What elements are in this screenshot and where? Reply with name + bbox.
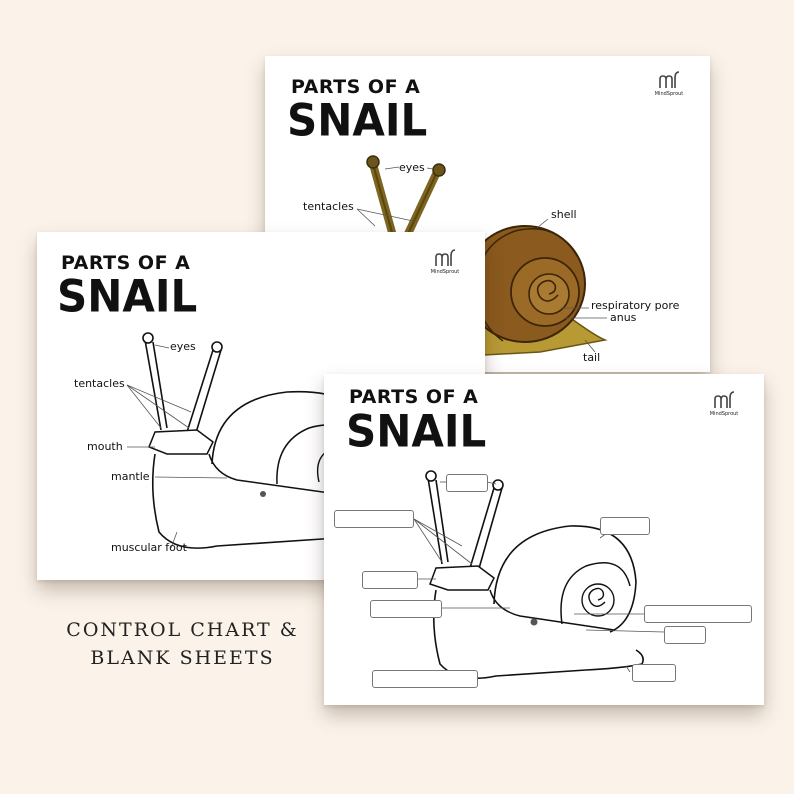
- label-tentacles: tentacles: [74, 377, 125, 390]
- label-muscular-foot: muscular foot: [111, 541, 187, 554]
- mindsprout-logo-icon: [714, 391, 735, 408]
- color-sheet-title-main: SNAIL: [287, 94, 428, 147]
- control-sheet-title-main: SNAIL: [57, 270, 198, 323]
- mindsprout-logo-icon: [435, 249, 456, 266]
- mindsprout-logo-icon: [659, 71, 680, 88]
- blank-snail-illustration: [413, 470, 665, 680]
- blank-box-anus[interactable]: [664, 626, 706, 644]
- blank-box-eyes[interactable]: [446, 474, 488, 492]
- control-snail-illustration: [126, 332, 378, 549]
- label-tentacles: tentacles: [303, 200, 354, 213]
- blank-box-muscular-foot[interactable]: [372, 670, 478, 688]
- caption-line-1: CONTROL CHART &: [66, 619, 299, 641]
- color-sheet-brand: MindSprout: [649, 70, 689, 97]
- label-eyes: eyes: [170, 340, 196, 353]
- blank-box-mouth[interactable]: [362, 571, 418, 589]
- label-mantle: mantle: [111, 470, 150, 483]
- label-eyes: eyes: [399, 161, 425, 174]
- label-tail: tail: [583, 351, 601, 364]
- blank-sheet-brand: MindSprout: [704, 390, 744, 417]
- blank-sheet: PARTS OF A SNAIL MindSprout: [324, 374, 764, 705]
- label-respiratory-pore: respiratory pore: [591, 299, 680, 312]
- caption-line-2: BLANK SHEETS: [90, 647, 275, 669]
- brand-name: MindSprout: [654, 91, 684, 97]
- brand-name: MindSprout: [430, 269, 460, 275]
- brand-name: MindSprout: [709, 411, 739, 417]
- blank-sheet-title-main: SNAIL: [346, 405, 487, 458]
- blank-box-tail[interactable]: [632, 664, 676, 682]
- control-sheet-brand: MindSprout: [425, 248, 465, 275]
- label-anus: anus: [610, 311, 637, 324]
- label-shell: shell: [551, 208, 577, 221]
- blank-box-mantle[interactable]: [370, 600, 442, 618]
- blank-box-respiratory-pore[interactable]: [644, 605, 752, 623]
- caption: CONTROL CHART & BLANK SHEETS: [40, 616, 325, 672]
- blank-box-shell[interactable]: [600, 517, 650, 535]
- control-sheet-title-top: PARTS OF A: [61, 252, 191, 274]
- color-sheet-title-top: PARTS OF A: [291, 76, 421, 98]
- blank-box-tentacles[interactable]: [334, 510, 414, 528]
- blank-sheet-title-top: PARTS OF A: [349, 386, 479, 408]
- label-mouth: mouth: [87, 440, 123, 453]
